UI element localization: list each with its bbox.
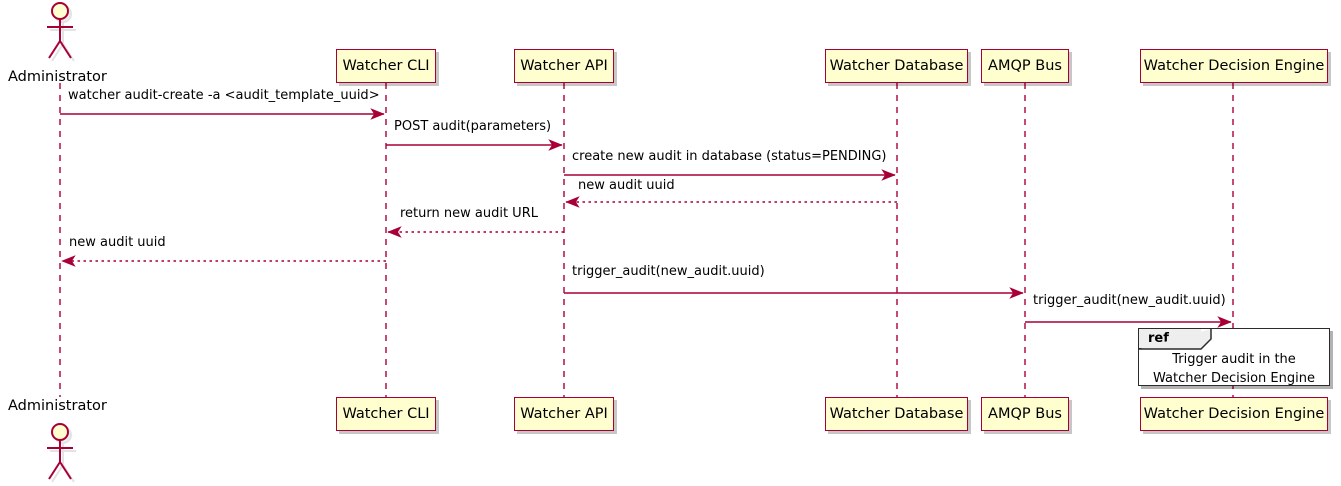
ref-fragment: ref Trigger audit in the Watcher Decisio…: [1138, 328, 1330, 386]
participant-label: Watcher Decision Engine: [1143, 406, 1325, 422]
participant-label: Watcher CLI: [342, 406, 430, 422]
participant-api-footer[interactable]: Watcher API: [514, 397, 614, 431]
message-arrows-group: [60, 108, 1232, 328]
message-label-m6: new audit uuid: [69, 235, 166, 250]
message-label-m1: watcher audit-create -a <audit_template_…: [68, 88, 380, 103]
message-label-m4: new audit uuid: [578, 178, 675, 193]
participant-label: AMQP Bus: [988, 58, 1062, 74]
participant-cli-footer[interactable]: Watcher CLI: [336, 397, 436, 431]
participant-db-header[interactable]: Watcher Database: [825, 49, 968, 83]
actor-figure-administrator-top: [47, 2, 73, 59]
message-label-m5: return new audit URL: [400, 206, 538, 221]
participant-label: Watcher Decision Engine: [1143, 58, 1325, 74]
participant-db-footer[interactable]: Watcher Database: [825, 397, 968, 431]
ref-fragment-fold-icon: [1139, 329, 1212, 350]
participant-cli-header[interactable]: Watcher CLI: [336, 49, 436, 83]
lifelines-group: [59, 83, 1234, 397]
participant-label: Watcher CLI: [342, 58, 430, 74]
actor-figure-administrator-bottom: [47, 423, 73, 480]
ref-fragment-body: Trigger audit in the Watcher Decision En…: [1139, 351, 1329, 389]
participant-label: AMQP Bus: [988, 406, 1062, 422]
message-label-m7: trigger_audit(new_audit.uuid): [572, 264, 765, 279]
participant-label: Watcher API: [520, 406, 608, 422]
participant-decision-footer[interactable]: Watcher Decision Engine: [1140, 397, 1328, 431]
actor-label-administrator-top: Administrator: [8, 69, 107, 85]
participant-amqp-footer[interactable]: AMQP Bus: [981, 397, 1069, 431]
participant-label: Watcher API: [520, 58, 608, 74]
participant-api-header[interactable]: Watcher API: [514, 49, 614, 83]
ref-fragment-line-2: Watcher Decision Engine: [1153, 370, 1315, 386]
participant-label: Watcher Database: [829, 58, 964, 74]
participant-decision-header[interactable]: Watcher Decision Engine: [1140, 49, 1328, 83]
ref-fragment-line-1: Trigger audit in the: [1172, 352, 1296, 367]
message-label-m8: trigger_audit(new_audit.uuid): [1033, 293, 1226, 308]
actor-label-administrator-bottom: Administrator: [8, 398, 107, 414]
actor-figures-group: [47, 2, 76, 483]
message-label-m2: POST audit(parameters): [394, 119, 552, 134]
participant-label: Watcher Database: [829, 406, 964, 422]
participant-amqp-header[interactable]: AMQP Bus: [981, 49, 1069, 83]
message-label-m3: create new audit in database (status=PEN…: [572, 149, 887, 164]
